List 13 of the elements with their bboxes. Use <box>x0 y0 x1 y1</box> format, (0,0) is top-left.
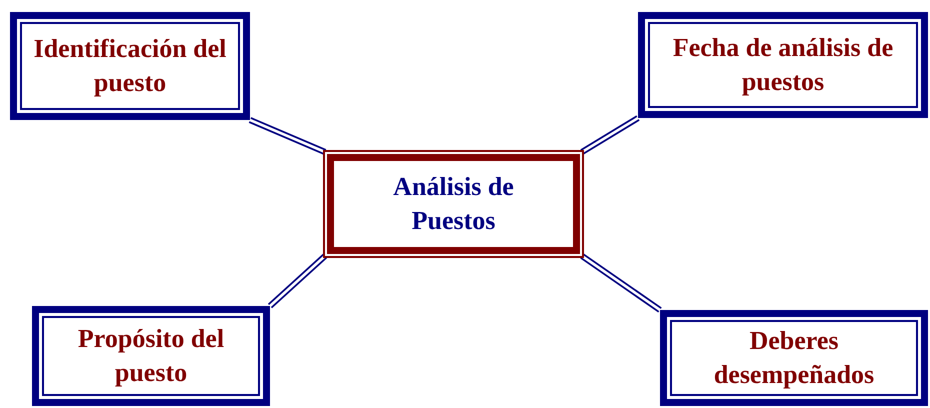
double-connector-line <box>248 117 327 155</box>
double-connector-line <box>580 253 662 313</box>
box-label: Fecha de análisis de puestos <box>672 32 894 98</box>
box-label: Deberes desempeñados <box>712 325 876 391</box>
double-connector-line <box>580 115 640 155</box>
box-label: Análisis de Puestos <box>392 171 515 237</box>
topic-box <box>660 310 928 406</box>
double-connector-line <box>268 253 328 309</box>
box-label: Propósito del puesto <box>76 323 226 389</box>
topic-box <box>10 12 250 120</box>
topic-box <box>32 306 270 406</box>
box-label: Identificación del puesto <box>32 33 228 99</box>
topic-box <box>638 12 928 118</box>
